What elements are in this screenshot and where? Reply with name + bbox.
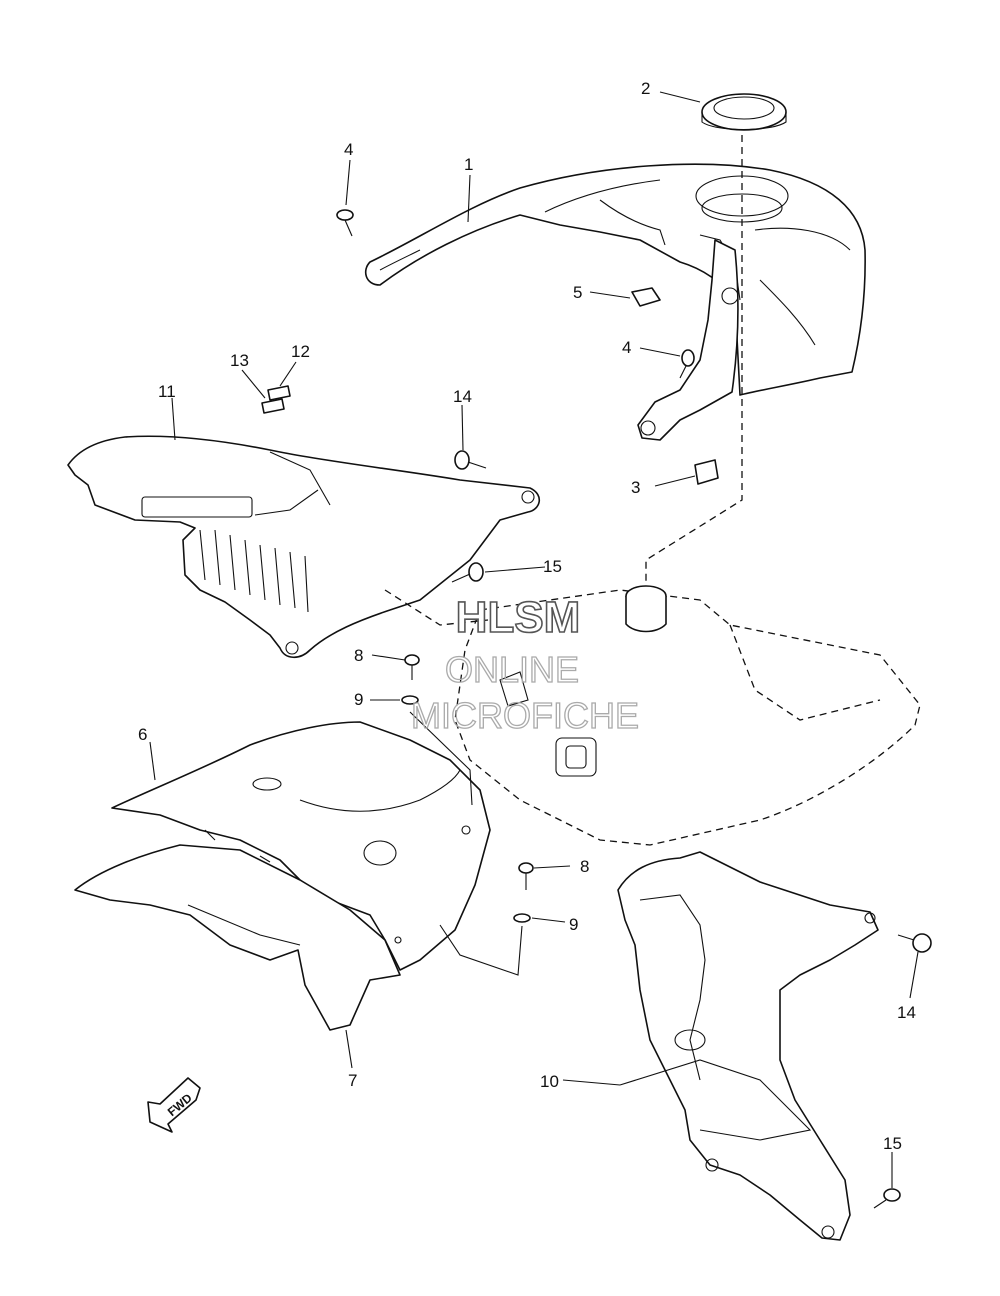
watermark: HLSM ONLINE MICROFICHE [410,592,639,736]
callout-4-upper: 4 [344,140,353,159]
watermark-line-1: HLSM [456,593,581,642]
part-15-bolt-lower [873,1188,901,1209]
callout-6: 6 [138,725,147,744]
part-10-side-cover [617,851,879,1241]
part-7-panel [74,844,402,1031]
tank-grommet [625,585,667,633]
callout-14-lower: 14 [897,1003,916,1022]
watermark-line-2: ONLINE [445,649,579,690]
callouts: 1 2 3 4 4 5 6 7 8 8 9 9 10 11 12 13 14 1… [138,79,916,1153]
callout-4-right: 4 [622,338,631,357]
part-5-nut [631,287,661,307]
part-9-washer-upper [401,695,419,705]
callout-8-lower: 8 [580,857,589,876]
part-13-damper [261,398,285,414]
part-2-grommet [701,93,787,131]
part-11-side-cover [67,435,540,659]
fuel-tank-outline [454,589,921,846]
part-8-bolt-lower [518,862,534,890]
part-1-tank-cover [364,163,866,396]
part-14-bolt-upper [454,450,487,470]
align-line-8-9-lower [439,924,523,976]
callout-10: 10 [540,1072,559,1091]
callout-5: 5 [573,283,582,302]
callout-13: 13 [230,351,249,370]
leader-lines [149,91,919,1188]
callout-9-lower: 9 [569,915,578,934]
part-8-bolt-upper [404,654,420,680]
callout-9-upper: 9 [354,690,363,709]
callout-7: 7 [348,1071,357,1090]
part-4-screw-upper [336,209,354,237]
callout-15-middle: 15 [543,557,562,576]
callout-12: 12 [291,342,310,361]
callout-15-lower: 15 [883,1134,902,1153]
align-line-cover [384,589,489,626]
part-9-washer-lower [513,913,531,923]
callout-11: 11 [158,382,176,401]
watermark-line-3: MICROFICHE [411,695,639,736]
align-line-grommet [645,135,743,586]
part-4-screw-right [679,349,695,379]
part-14-bolt-lower [897,933,932,953]
callout-1: 1 [464,155,473,174]
callout-8-upper: 8 [354,646,363,665]
part-3-clip [694,459,719,485]
fwd-arrow-icon: FWD [147,1077,201,1133]
part-15-bolt-middle [451,562,484,583]
callout-2: 2 [641,79,650,98]
callout-3: 3 [631,478,640,497]
align-line-8-9-upper [409,711,473,806]
part-6-lower-cover [111,721,491,971]
part-1-bracket [637,239,739,441]
part-12-damper [267,385,291,401]
callout-14-upper: 14 [453,387,472,406]
